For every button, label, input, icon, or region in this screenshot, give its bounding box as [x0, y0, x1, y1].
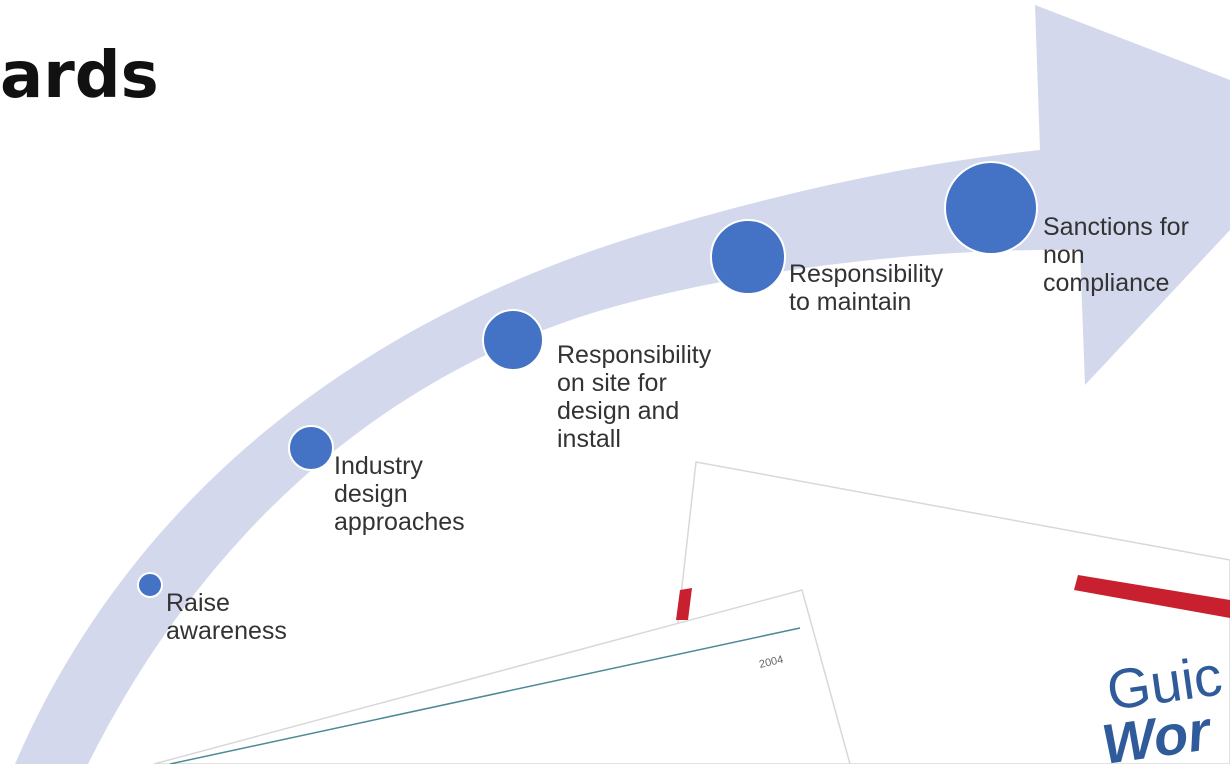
- step-label-site-responsibility: Responsibility on site for design and in…: [557, 341, 712, 453]
- step-circle-3: [482, 309, 544, 371]
- progress-arrow: [15, 5, 1230, 764]
- report-2004-document: 2004: [153, 589, 851, 764]
- step-label-sanctions: Sanctions for non compliance: [1043, 213, 1189, 297]
- step-label-industry-design: Industry design approaches: [334, 452, 465, 536]
- step-circle-4: [710, 219, 786, 295]
- step-circle-5: [944, 161, 1038, 255]
- document-year: 2004: [758, 654, 785, 671]
- step-label-maintain: Responsibility to maintain: [789, 260, 944, 316]
- step-label-raise-awareness: Raise awareness: [166, 589, 287, 645]
- step-circle-1: [137, 572, 163, 598]
- step-circle-2: [288, 425, 334, 471]
- slide-title: ards: [0, 39, 159, 113]
